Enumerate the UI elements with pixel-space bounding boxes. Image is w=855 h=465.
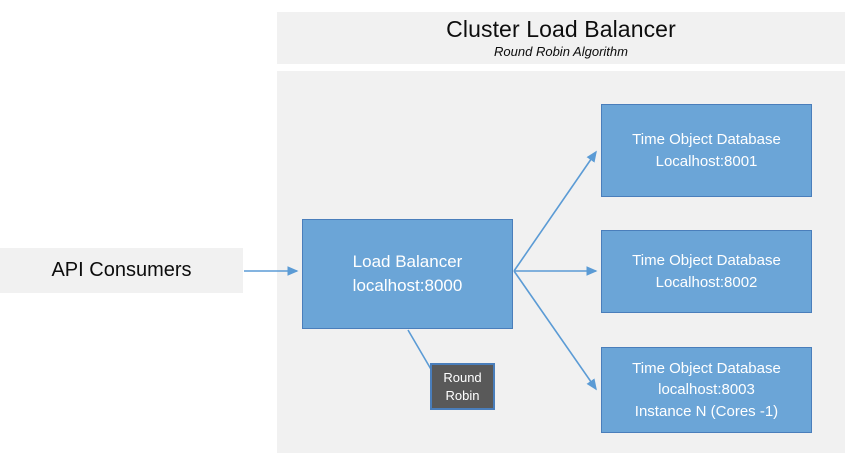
database-node-3-title: Time Object Database bbox=[632, 360, 781, 378]
load-balancer-address: localhost:8000 bbox=[352, 276, 463, 295]
database-node-2: Time Object Database Localhost:8002 bbox=[601, 230, 812, 313]
round-robin-note-line2: Robin bbox=[445, 387, 480, 403]
database-node-1-title: Time Object Database bbox=[632, 131, 781, 149]
load-balancer-node: Load Balancer localhost:8000 bbox=[302, 219, 513, 329]
round-robin-note: Round Robin bbox=[430, 363, 495, 410]
load-balancer-name: Load Balancer bbox=[352, 251, 463, 271]
diagram-title: Cluster Load Balancer bbox=[446, 15, 676, 42]
diagram-header-band: Cluster Load Balancer Round Robin Algori… bbox=[277, 12, 845, 64]
api-consumers-box: API Consumers bbox=[0, 248, 243, 293]
database-node-2-address: Localhost:8002 bbox=[655, 273, 758, 291]
database-node-1-address: Localhost:8001 bbox=[655, 152, 758, 170]
database-node-1: Time Object Database Localhost:8001 bbox=[601, 104, 812, 197]
diagram-subtitle: Round Robin Algorithm bbox=[494, 43, 628, 59]
database-node-3-instance: Instance N (Cores -1) bbox=[634, 402, 779, 420]
database-node-3: Time Object Database localhost:8003 Inst… bbox=[601, 347, 812, 433]
database-node-3-address: localhost:8003 bbox=[658, 381, 755, 399]
round-robin-note-line1: Round bbox=[443, 369, 482, 385]
database-node-2-title: Time Object Database bbox=[632, 252, 781, 270]
api-consumers-label: API Consumers bbox=[51, 259, 192, 281]
